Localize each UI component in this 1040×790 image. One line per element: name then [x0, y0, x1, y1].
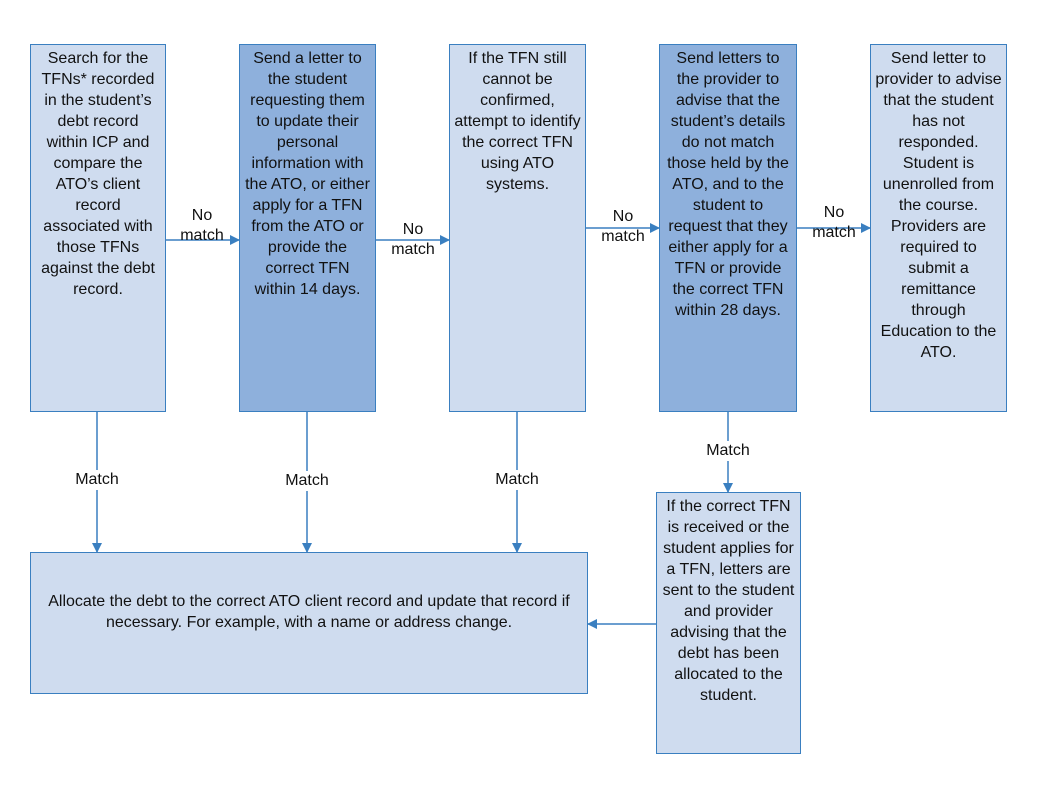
- label-match-3: Match: [482, 470, 552, 490]
- step-letter-to-student: Send a letter to the student requesting …: [239, 44, 376, 412]
- label-no-match-4: No match: [812, 204, 856, 241]
- step-identify-tfn: If the TFN still cannot be confirmed, at…: [449, 44, 586, 412]
- step-allocate-debt: Allocate the debt to the correct ATO cli…: [30, 552, 588, 694]
- step-tfn-received: If the correct TFN is received or the st…: [656, 492, 801, 754]
- label-match-4: Match: [693, 441, 763, 461]
- label-no-match-3: No match: [601, 208, 645, 245]
- step-search-tfns: Search for the TFNs* recorded in the stu…: [30, 44, 166, 412]
- label-no-match-2: No match: [391, 221, 435, 258]
- label-match-1: Match: [62, 470, 132, 490]
- label-no-match-1: No match: [180, 207, 224, 244]
- step-student-unenrolled: Send letter to provider to advise that t…: [870, 44, 1007, 412]
- step-letters-to-provider: Send letters to the provider to advise t…: [659, 44, 797, 412]
- label-match-2: Match: [272, 471, 342, 491]
